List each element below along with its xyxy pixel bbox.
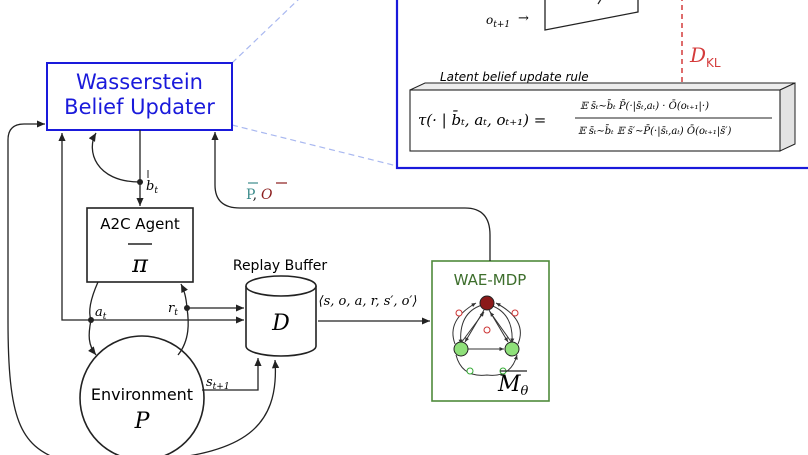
graph-edge	[495, 302, 521, 345]
graph-edge	[458, 304, 483, 345]
graph-edge	[489, 304, 515, 344]
graph-edge	[455, 354, 518, 376]
state-to-buffer-arrow	[202, 358, 262, 391]
state-label: st+1	[206, 375, 230, 392]
environment-symbol: P	[134, 409, 151, 434]
belief-updater: Wasserstein Belief Updater	[46, 62, 233, 131]
replay-title: Replay Buffer	[233, 258, 328, 274]
graph-node-small	[455, 309, 463, 317]
policy-symbol: π	[131, 250, 149, 278]
replay-buffer: Replay Buffer D ⟨s, o, a, r, s′, o′⟩	[233, 258, 418, 357]
reward-to-agent-arrow	[180, 283, 188, 309]
graph-node-small	[483, 326, 491, 334]
environment-circle	[79, 335, 205, 455]
graph-edge	[460, 311, 485, 344]
wae-to-updater-arrow	[211, 132, 491, 261]
inset-connector-bottom	[231, 124, 398, 167]
belief-updater-line1: Wasserstein	[76, 70, 203, 94]
belief-label: bt	[146, 179, 158, 196]
agent-title: A2C Agent	[100, 215, 180, 233]
belief-feedback-arrow	[88, 132, 141, 183]
environment: Environment P	[79, 335, 205, 455]
graph-edge	[489, 311, 513, 344]
transition-tuple: ⟨s, o, a, r, s′, o′⟩	[319, 294, 418, 309]
graph-node-green	[453, 341, 469, 357]
obs-arrow: →	[518, 11, 529, 26]
cylinder-body	[245, 286, 317, 357]
obs-to-updater-arrow	[7, 120, 51, 455]
wae-title: WAE-MDP	[454, 271, 527, 289]
environment-title: Environment	[91, 385, 193, 404]
action-label: at	[95, 305, 107, 322]
action-line	[89, 281, 99, 321]
encoder-shape	[544, 0, 639, 31]
reward-label: rt	[168, 301, 178, 318]
graph-edge	[452, 302, 477, 345]
replay-symbol: D	[271, 311, 290, 336]
model-symbol: Mθ	[497, 372, 529, 399]
formula-numerator: 𝔼 s̄ₜ∼b̄ₜ P̄(·|s̄ₜ,aₜ) · Ō(oₜ₊₁|·)	[580, 100, 709, 112]
rule-title: Latent belief update rule	[440, 70, 589, 84]
obs-label: ot+1	[486, 13, 510, 30]
belief-updater-box	[46, 62, 233, 131]
graph-node-green	[504, 341, 520, 357]
action-to-env-arrow	[88, 319, 97, 356]
encoder-mark	[597, 0, 602, 5]
model-params-label: P,O	[246, 187, 273, 203]
inset-connector-top	[231, 0, 299, 64]
action-to-updater-arrow	[58, 133, 91, 321]
graph-node-red	[479, 295, 495, 311]
inset-panel: ot+1 → DKL Latent belief update rule τ(·…	[395, 0, 808, 170]
formula-denominator: 𝔼 s̄ₜ∼b̄ₜ 𝔼 s̄′∼P̄(·|s̄ₜ,aₜ) Ō(oₜ₊₁|s̄′)	[578, 125, 732, 137]
tau-lhs: τ(· | b̄ₜ, aₜ, oₜ₊₁) =	[418, 111, 546, 129]
formula-box-side	[779, 82, 796, 152]
formula-box-top	[409, 82, 796, 91]
formula-box	[409, 89, 781, 152]
obs-to-buffer-arrow	[190, 359, 280, 455]
belief-updater-line2: Belief Updater	[64, 95, 215, 119]
agent-box	[86, 207, 194, 283]
a2c-agent: A2C Agent π	[86, 207, 194, 283]
kl-label: DKL	[689, 43, 721, 70]
graph-node-small	[511, 309, 519, 317]
graph-node-small	[466, 367, 474, 375]
wae-mdp: WAE-MDP Mθ	[431, 260, 550, 402]
cylinder-top	[245, 275, 317, 297]
reward-line	[177, 307, 189, 356]
